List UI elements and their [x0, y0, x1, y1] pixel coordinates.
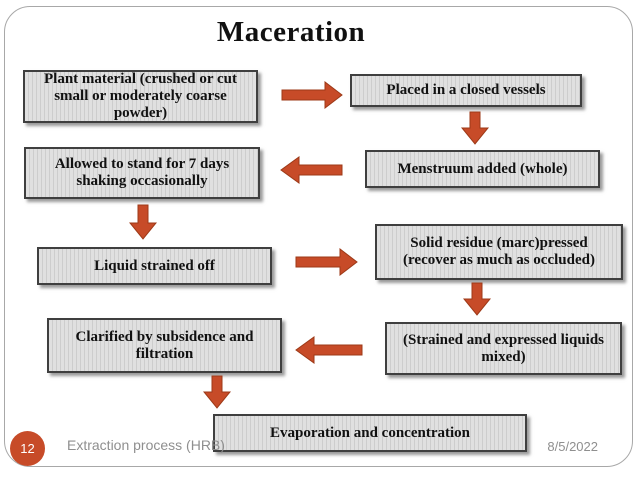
box-label: Evaporation and concentration: [269, 424, 470, 441]
page-title: Maceration: [216, 16, 366, 48]
flowchart-box-closed-vessel: Placed in a closed vessels: [350, 74, 582, 107]
box-label: Solid residue (marc)pressed (recover as …: [403, 235, 595, 268]
arrow-down-icon: [129, 204, 157, 240]
arrow-down-icon: [461, 111, 489, 145]
footer-date: 8/5/2022: [547, 439, 598, 454]
arrow-left-icon: [280, 156, 343, 184]
page-number: 12: [20, 441, 35, 456]
arrow-right-icon: [281, 81, 343, 109]
box-label: Liquid strained off: [94, 257, 215, 274]
flowchart-box-plant-material: Plant material (crushed or cut small or …: [23, 70, 258, 123]
box-label: (Strained and expressed liquids mixed): [402, 331, 605, 365]
flowchart-box-menstruum-added: Menstruum added (whole): [365, 150, 600, 188]
arrow-left-icon: [295, 336, 363, 364]
page-number-badge: 12: [10, 431, 45, 466]
arrow-down-icon: [203, 375, 231, 409]
arrow-down-icon: [463, 282, 491, 316]
arrow-right-icon: [295, 248, 358, 276]
box-label: Allowed to stand for 7 days shaking occa…: [54, 156, 230, 189]
box-label: Menstruum added (whole): [397, 160, 568, 177]
box-label: Clarified by subsidence and filtration: [75, 328, 254, 362]
flowchart-box-liquid-strained: Liquid strained off: [37, 247, 272, 285]
footer-caption: Extraction process (HRB): [67, 437, 225, 453]
box-label: Placed in a closed vessels: [386, 82, 546, 99]
flowchart-box-stand-7-days: Allowed to stand for 7 days shaking occa…: [24, 147, 260, 199]
flowchart-box-evaporation: Evaporation and concentration: [213, 414, 527, 452]
flowchart-box-solid-residue: Solid residue (marc)pressed (recover as …: [375, 224, 623, 280]
flowchart-box-liquids-mixed: (Strained and expressed liquids mixed): [385, 322, 622, 375]
flowchart-box-clarified: Clarified by subsidence and filtration: [47, 318, 282, 373]
box-label: Plant material (crushed or cut small or …: [43, 71, 238, 121]
